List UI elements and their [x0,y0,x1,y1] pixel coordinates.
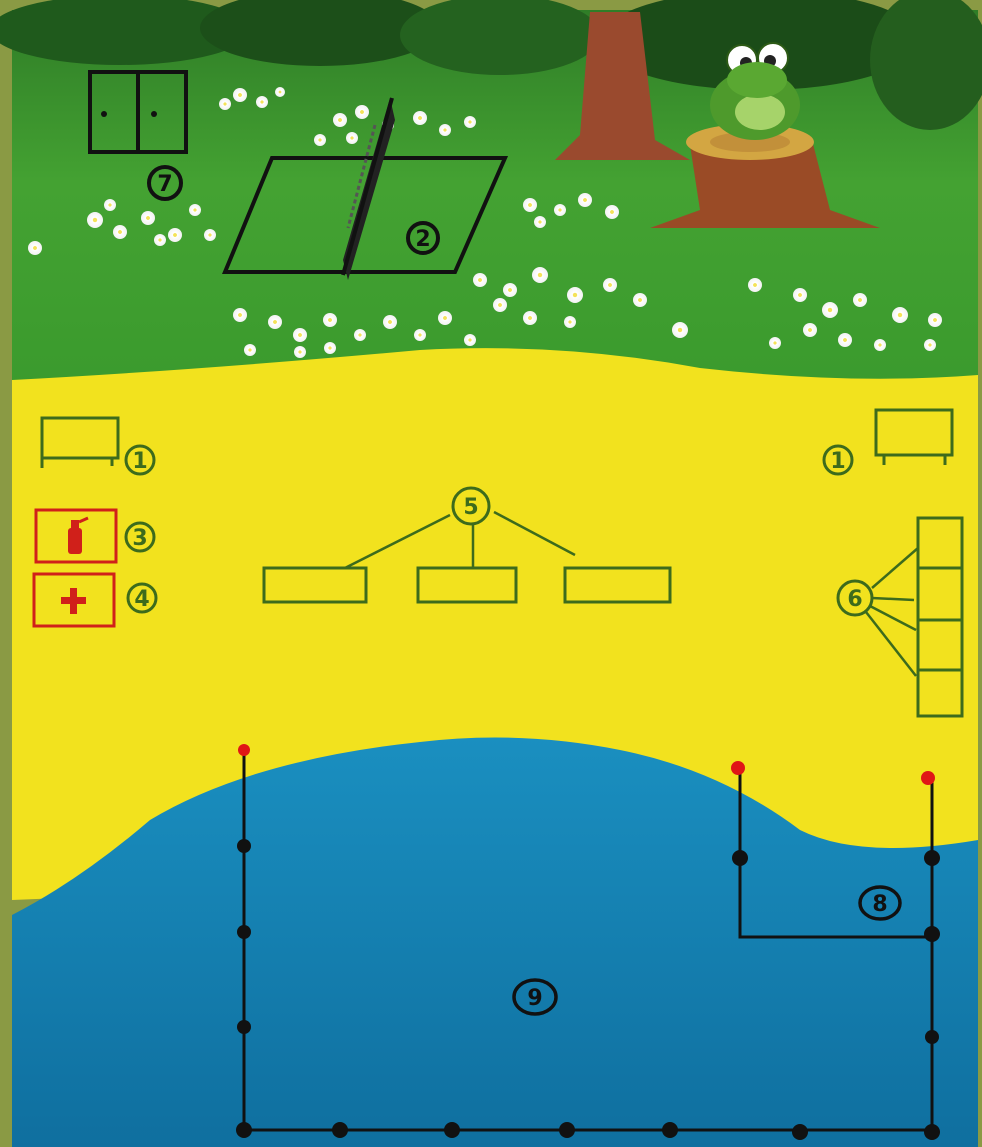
grass-zone [0,0,982,395]
svg-text:3: 3 [132,526,147,551]
svg-text:6: 6 [847,587,862,612]
svg-text:8: 8 [872,892,887,917]
svg-text:1: 1 [830,449,845,474]
svg-text:5: 5 [463,495,478,520]
svg-text:2: 2 [415,227,430,252]
svg-text:9: 9 [527,986,542,1011]
svg-text:1: 1 [132,449,147,474]
svg-text:7: 7 [157,172,172,197]
svg-text:4: 4 [134,587,149,612]
